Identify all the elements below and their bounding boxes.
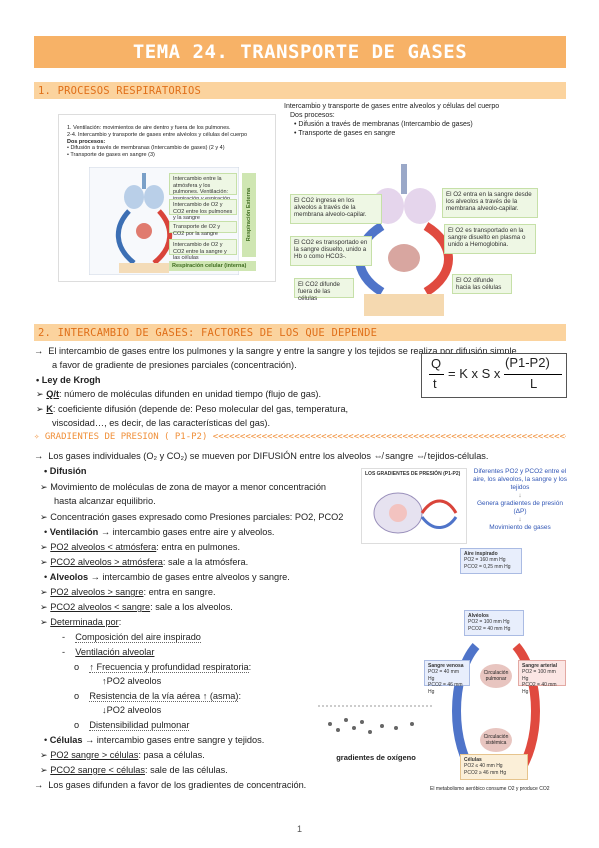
bullet-concentracion: ➢ Concentración gases expresado como Pre… (40, 512, 344, 522)
figure-gradientes: LOS GRADIENTES DE PRESIÓN (P1-P2) (361, 468, 467, 544)
section-title-2: 2. INTERCAMBIO DE GASES: FACTORES DE LOS… (38, 326, 378, 339)
bullet-movimiento-2: hasta alcanzar equilibrio. (54, 496, 156, 506)
item-composicion: - Composición del aire inspirado (62, 632, 201, 643)
bullet-k-2: viscosidad…, es decir, de las caracterís… (52, 418, 271, 428)
fig1-box-3: Transporte de O2 y CO2 por la sangre (169, 221, 237, 237)
fig1-line-5: • Transporte de gases en sangre (3) (67, 152, 155, 159)
fig6-drawing (318, 705, 434, 734)
fig5-alveolos: Alvéolos PO2 = 100 mm Hg PCO2 = 40 mm Hg (464, 610, 524, 636)
fig2-caption-co2-transport: El CO2 es transportado en la sangre disu… (290, 236, 372, 266)
bullet-krogh: • Ley de Krogh (36, 375, 101, 385)
bullet-k: ➢ K: coeficiente difusión (depende de: P… (36, 404, 349, 414)
formula-p: (P1-P2) (505, 355, 550, 370)
formula-q: Q (431, 356, 442, 371)
fig4-line-3: Movimiento de gases (489, 524, 551, 531)
section-header-2: 2. INTERCAMBIO DE GASES: FACTORES DE LOS… (34, 324, 566, 341)
fig5-venosa: Sangre venosa PO2 = 40 mm Hg PCO2 = 46 m… (424, 660, 470, 695)
fig2-caption-co2-difunde: El CO2 difunde fuera de las células (294, 278, 354, 302)
fig1-side-label: Respiración Externa (242, 173, 256, 257)
fig3-title: LOS GRADIENTES DE PRESIÓN (P1-P2) (365, 471, 461, 477)
item-frecuencia: o ↑ Frecuencia y profundidad respiratori… (74, 662, 252, 673)
bullet-celulas: • Células → intercambio gases entre sang… (44, 735, 265, 745)
bullet-v2: ➢ PCO2 alveolos > atmósfera: sale a la a… (40, 557, 249, 567)
bullet-qt: ➢ Q/t: número de moléculas difunden en u… (36, 389, 322, 399)
para-final: → Los gases difunden a favor de los grad… (34, 780, 307, 790)
bullet-c1: ➢ PO2 sangre > células: pasa a células. (40, 750, 205, 760)
fig1-foot-label: Respiración celular (interna) (169, 261, 256, 271)
paragraph-intro: → El intercambio de gases entre los pulm… (34, 346, 517, 356)
fig5-aire: Aire inspirado PO2 = 160 mm Hg PCO2 = 0,… (460, 548, 522, 574)
fig5-pulmonar: Circulación pulmonar (483, 670, 509, 682)
fig2-subheading: Dos procesos: (290, 112, 335, 119)
bullet-a2: ➢ PCO2 alveolos < sangre: sale a los alv… (40, 602, 233, 612)
fig5-sistemica: Circulación sistémica (483, 734, 509, 746)
fig1-line-2: 2-4. Intercambio y transporte de gases e… (67, 131, 248, 138)
fig2-item-2: Transporte de gases en sangre (298, 130, 396, 137)
fig5-celulas: Células PO2 ≤ 40 mm Hg PCO2 ≥ 46 mm Hg (460, 754, 528, 780)
krogh-formula: Q t = K x S x (P1-P2) L (421, 353, 567, 398)
fig1-box-2: Intercambio de O2 y CO2 entre los pulmon… (169, 199, 237, 221)
fig1-box-4: Intercambio de O2 y CO2 entre la sangre … (169, 239, 237, 261)
fig2-item-1: Difusión a través de membranas (Intercam… (298, 121, 473, 128)
formula-l: L (530, 376, 538, 391)
item-resistencia-2: ↓PO2 alveolos (102, 705, 162, 715)
subtitle-gradientes: ✧ GRADIENTES DE PRESIÓN ( P1-P2) <<<<<<<… (34, 432, 566, 442)
fig1-line-1: 1. Ventilación: movimientos de aire dent… (67, 125, 231, 131)
page-title: TEMA 24. TRANSPORTE DE GASES (132, 41, 468, 63)
fig1-box-1: Intercambio entre la atmósfera y los pul… (169, 173, 237, 202)
item-ventilacion-alveolar: - Ventilación alveolar (62, 647, 155, 657)
fig1-line-3: Dos procesos: (67, 138, 106, 145)
item-frecuencia-2: ↑PO2 alveolos (102, 676, 162, 686)
formula-eq: = K x S x (448, 366, 501, 381)
figure-presiones: Aire inspirado PO2 = 160 mm Hg PCO2 = 0,… (424, 548, 566, 806)
figure-ventilation: 1. Ventilación: movimientos de aire dent… (58, 114, 276, 282)
bullet-difusion: • Difusión (44, 466, 87, 476)
bullet-c2: ➢ PCO2 sangre < células: sale de las cél… (40, 765, 228, 775)
fig1-line-4: • Difusión a través de membranas (Interc… (67, 145, 225, 152)
fig2-heading: Intercambio y transporte de gases entre … (284, 103, 500, 110)
fig4-line-2: Genera gradientes de presión (ΔP) (476, 500, 563, 515)
item-resistencia: o Resistencia de la vía aérea ↑ (asma): (74, 691, 241, 702)
figure-flow: Diferentes PO2 y PCO2 entre el aire, los… (470, 468, 570, 546)
fig6-caption: gradientes de oxígeno (336, 753, 416, 762)
fig2-caption-co2-alveolos: El CO2 ingresa en los alveolos a través … (290, 194, 382, 224)
para-gases-individuales: → Los gases individuales (O₂ y CO₂) se m… (34, 451, 489, 461)
bullet-determinada: ➢ Determinada por: (40, 617, 122, 627)
bullet-movimiento: ➢ Movimiento de moléculas de zona de may… (40, 482, 327, 492)
title-banner: TEMA 24. TRANSPORTE DE GASES (34, 36, 566, 68)
formula-t: t (433, 376, 437, 391)
fig3-drawing (373, 492, 458, 534)
fig5-arterial: Sangre arterial PO2 = 100 mm Hg PCO2 = 4… (518, 660, 566, 695)
fig4-line-1: Diferentes PO2 y PCO2 entre el aire, los… (473, 468, 567, 491)
page-number: 1 (296, 824, 302, 834)
fig5-foot: El metabolismo aeróbico consume O2 y pro… (430, 786, 550, 792)
fig2-caption-o2-difunde: El O2 difunde hacia las células (452, 274, 512, 294)
paragraph-intro-2: a favor de gradiente de presiones parcia… (52, 360, 297, 370)
figure-gradientes-oxigeno: gradientes de oxígeno (316, 702, 436, 764)
fig2-caption-o2-transport: El O2 es transportado en la sangre disue… (444, 224, 536, 254)
bullet-v1: ➢ PO2 alveolos < atmósfera: entra en pul… (40, 542, 240, 552)
bullet-ventilacion: • Ventilación → intercambio gases entre … (44, 527, 275, 537)
section-header-1: 1. PROCESOS RESPIRATORIOS (34, 82, 566, 99)
bullet-alveolos: • Alveolos → intercambio de gases entre … (44, 572, 290, 582)
item-distensibilidad: o Distensibilidad pulmonar (74, 720, 190, 731)
section-title-1: 1. PROCESOS RESPIRATORIOS (38, 84, 202, 97)
fig2-caption-o2-entra: El O2 entra en la sangre desde los alveo… (442, 188, 538, 218)
bullet-a1: ➢ PO2 alveolos > sangre: entra en sangre… (40, 587, 216, 597)
figure-gas-exchange: Intercambio y transporte de gases entre … (280, 102, 542, 318)
